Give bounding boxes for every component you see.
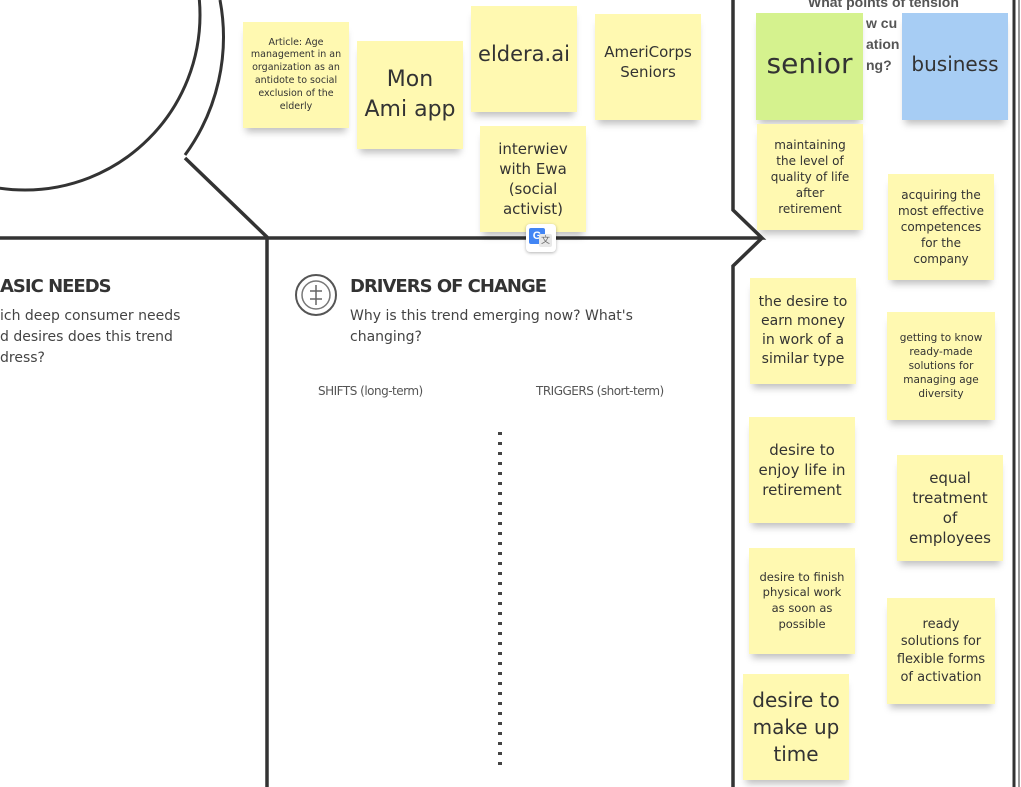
drivers-of-change-title: DRIVERS OF CHANGE	[350, 276, 547, 297]
sticky-note[interactable]: maintaining the level of quality of life…	[757, 124, 863, 230]
sticky-note[interactable]: acquiring the most effective competences…	[888, 174, 994, 280]
shifts-label: SHIFTS (long-term)	[318, 384, 423, 398]
question-line: dress?	[0, 350, 45, 366]
sticky-note[interactable]: ready solutions for flexible forms of ac…	[887, 598, 995, 704]
translate-char-glyph: 文	[539, 234, 552, 247]
drivers-icon	[295, 274, 337, 316]
google-translate-icon[interactable]: G 文	[526, 224, 556, 252]
sticky-note[interactable]: Article: Age management in an organizati…	[243, 22, 349, 128]
question-line: ng?	[866, 57, 892, 73]
question-line: What points of tension	[808, 0, 959, 10]
triggers-label: TRIGGERS (short-term)	[536, 384, 664, 398]
question-line: ich deep consumer needs	[0, 308, 181, 324]
sticky-note[interactable]: equal treatment of employees	[897, 455, 1003, 561]
sticky-note[interactable]: AmeriCorps Seniors	[595, 14, 701, 120]
sticky-note-senior[interactable]: senior	[756, 13, 863, 120]
sticky-note[interactable]: desire to enjoy life in retirement	[749, 417, 855, 523]
sticky-note[interactable]: interwiev with Ewa (social activist)	[480, 126, 586, 232]
basic-needs-title: ASIC NEEDS	[0, 276, 112, 297]
question-line: w cu	[866, 15, 898, 31]
sticky-note[interactable]: the desire to earn money in work of a si…	[750, 278, 856, 384]
sticky-note[interactable]: desire to finish physical work as soon a…	[749, 548, 855, 654]
drivers-of-change-question: Why is this trend emerging now? What's c…	[350, 306, 633, 348]
sticky-note[interactable]: getting to know ready-made solutions for…	[887, 312, 995, 420]
inner-circle	[0, 0, 202, 192]
sticky-note-business[interactable]: business	[902, 13, 1008, 120]
question-line: ation	[866, 36, 900, 52]
basic-needs-question: ich deep consumer needs d desires does t…	[0, 306, 180, 369]
question-line: changing?	[350, 329, 422, 345]
sticky-note[interactable]: desire to make up time	[743, 674, 849, 780]
question-line: Why is this trend emerging now? What's	[350, 308, 633, 324]
sticky-note[interactable]: eldera.ai	[471, 6, 577, 112]
sticky-note[interactable]: Mon Ami app	[357, 41, 463, 149]
question-line: d desires does this trend	[0, 329, 173, 345]
